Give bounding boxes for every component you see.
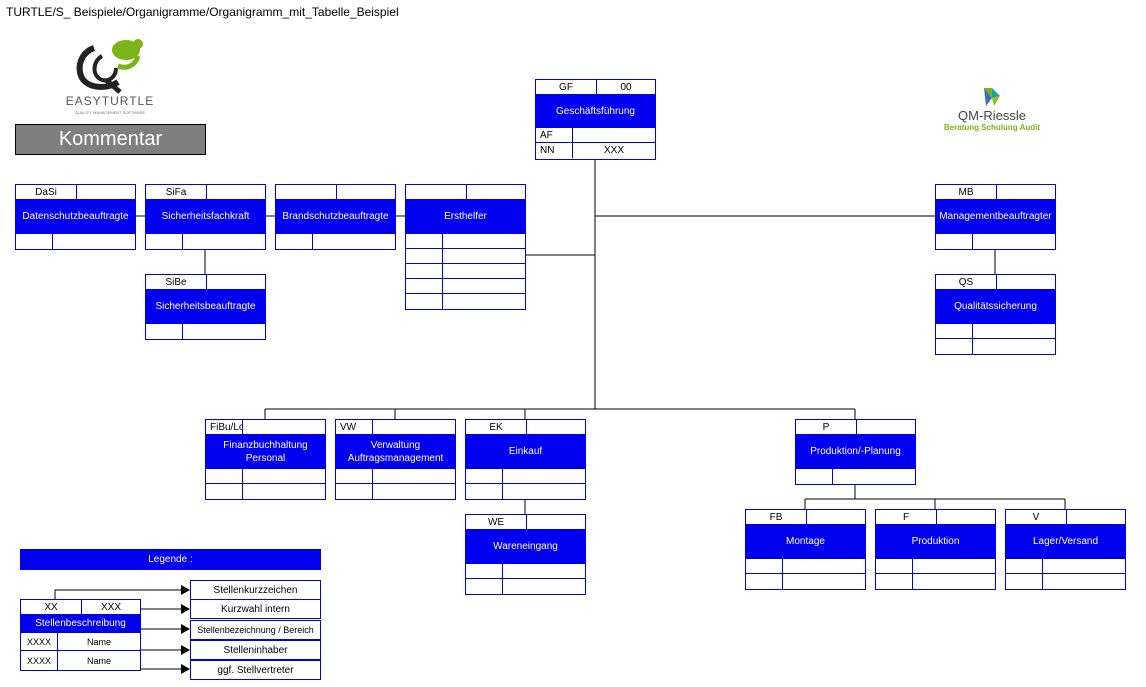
org-box-brandschutzbeauftragte[interactable]: Brandschutzbeauftragte bbox=[275, 184, 396, 250]
position-title: Produktion bbox=[876, 525, 995, 559]
position-title: Geschäftsführung bbox=[536, 95, 655, 128]
position-code: P bbox=[822, 421, 830, 433]
position-title-line1: Finanzbuchhaltung bbox=[223, 439, 308, 451]
position-title: Montage bbox=[746, 525, 865, 559]
org-box-sicherheitsfachkraft[interactable]: SiFa Sicherheitsfachkraft bbox=[145, 184, 266, 250]
position-code: VW bbox=[340, 421, 357, 433]
legend-code: XX bbox=[44, 601, 58, 613]
deputy-name: XXX bbox=[572, 143, 655, 158]
position-code: QS bbox=[958, 276, 974, 288]
position-code: DaSi bbox=[35, 186, 57, 198]
comment-button[interactable]: Kommentar bbox=[15, 124, 206, 155]
deputy-code: NN bbox=[540, 145, 555, 156]
position-code bbox=[406, 185, 466, 199]
position-title: Wareneingang bbox=[466, 530, 585, 564]
extension-number: 00 bbox=[596, 80, 655, 94]
holder-name bbox=[572, 128, 655, 142]
easyturtle-logo-tagline: QUALITY MANAGEMENT SOFTWARE bbox=[74, 110, 146, 115]
legend-deputy-code: XXXX bbox=[27, 655, 52, 666]
legend-label-stellvertreter: ggf. Stellvertreter bbox=[190, 660, 321, 680]
position-code: F bbox=[902, 511, 910, 523]
qm-riessle-logo-icon bbox=[984, 88, 1000, 106]
position-title: Sicherheitsbeauftragte bbox=[146, 290, 265, 324]
position-code bbox=[276, 185, 336, 199]
org-box-produktion-planung[interactable]: P Produktion/-Planung bbox=[795, 419, 916, 485]
position-title: Managementbeauftragter bbox=[936, 200, 1055, 234]
legend-label-stellenbezeichnung: Stellenbezeichnung / Bereich bbox=[190, 620, 321, 640]
position-code: EK bbox=[489, 421, 503, 433]
org-box-datenschutzbeauftragte[interactable]: DaSi Datenschutzbeauftragte bbox=[15, 184, 136, 250]
position-title: Datenschutzbeauftragte bbox=[16, 200, 135, 234]
position-code: FB bbox=[769, 511, 783, 523]
position-title-line2: Auftragsmanagement bbox=[347, 452, 444, 464]
file-path: TURTLE/S_ Beispiele/Organigramme/Organig… bbox=[6, 5, 399, 19]
org-box-geschaeftsfuehrung[interactable]: GF 00 Geschäftsführung AF NN XXX bbox=[535, 79, 656, 160]
legend-label-stelleninhaber: Stelleninhaber bbox=[190, 640, 321, 660]
position-title-line1: Verwaltung bbox=[370, 439, 421, 451]
position-title: Sicherheitsfachkraft bbox=[146, 200, 265, 234]
position-code: WE bbox=[487, 516, 505, 528]
position-title-line2: Personal bbox=[245, 452, 286, 464]
org-box-sicherheitsbeauftragte[interactable]: SiBe Sicherheitsbeauftragte bbox=[145, 274, 266, 340]
org-box-finanzbuchhaltung[interactable]: FiBu/LoBu Finanzbuchhaltung Personal bbox=[205, 419, 326, 500]
position-title: Ersthelfer bbox=[406, 200, 525, 234]
org-box-produktion[interactable]: F Produktion bbox=[875, 509, 996, 590]
org-box-qualitaetssicherung[interactable]: QS Qualitätssicherung bbox=[935, 274, 1056, 355]
position-code: MB bbox=[958, 186, 974, 198]
org-box-verwaltung[interactable]: VW Verwaltung Auftragsmanagement bbox=[335, 419, 456, 500]
legend-number: XXX bbox=[81, 600, 140, 614]
org-box-einkauf[interactable]: EK Einkauf bbox=[465, 419, 586, 500]
position-code: FiBu/LoBu bbox=[210, 421, 242, 433]
position-title: Qualitätssicherung bbox=[936, 290, 1055, 324]
legend-label-stellenkurzzeichen: Stellenkurzzeichen bbox=[190, 580, 321, 600]
position-title: Einkauf bbox=[466, 435, 585, 469]
easyturtle-logo-text: EASYTURTLE bbox=[65, 94, 155, 108]
position-code: GF bbox=[559, 81, 573, 93]
org-box-wareneingang[interactable]: WE Wareneingang bbox=[465, 514, 586, 595]
position-title: Brandschutzbeauftragte bbox=[276, 200, 395, 234]
legend-header: Legende : bbox=[20, 549, 321, 570]
position-code: SiBe bbox=[165, 276, 187, 288]
legend-deputy-name: Name bbox=[57, 651, 140, 670]
easyturtle-logo-icon bbox=[76, 39, 143, 94]
org-box-managementbeauftragter[interactable]: MB Managementbeauftragter bbox=[935, 184, 1056, 250]
legend-holder-name: Name bbox=[57, 633, 140, 650]
position-title: Produktion/-Planung bbox=[796, 435, 915, 469]
org-box-lager-versand[interactable]: V Lager/Versand bbox=[1005, 509, 1126, 590]
legend-holder-code: XXXX bbox=[27, 636, 52, 647]
org-box-ersthelfer[interactable]: Ersthelfer bbox=[405, 184, 526, 310]
holder-code: AF bbox=[540, 129, 553, 141]
qm-riessle-logo-tagline: Beratung Schulung Audit bbox=[943, 123, 1041, 132]
position-code: V bbox=[1032, 511, 1040, 523]
legend-title: Stellenbeschreibung bbox=[21, 615, 140, 633]
org-box-montage[interactable]: FB Montage bbox=[745, 509, 866, 590]
qm-riessle-logo-text: QM-Riessle bbox=[958, 108, 1026, 123]
position-title: Lager/Versand bbox=[1006, 525, 1125, 559]
position-code: SiFa bbox=[165, 186, 187, 198]
legend-label-kurzwahl: Kurzwahl intern bbox=[190, 599, 321, 619]
